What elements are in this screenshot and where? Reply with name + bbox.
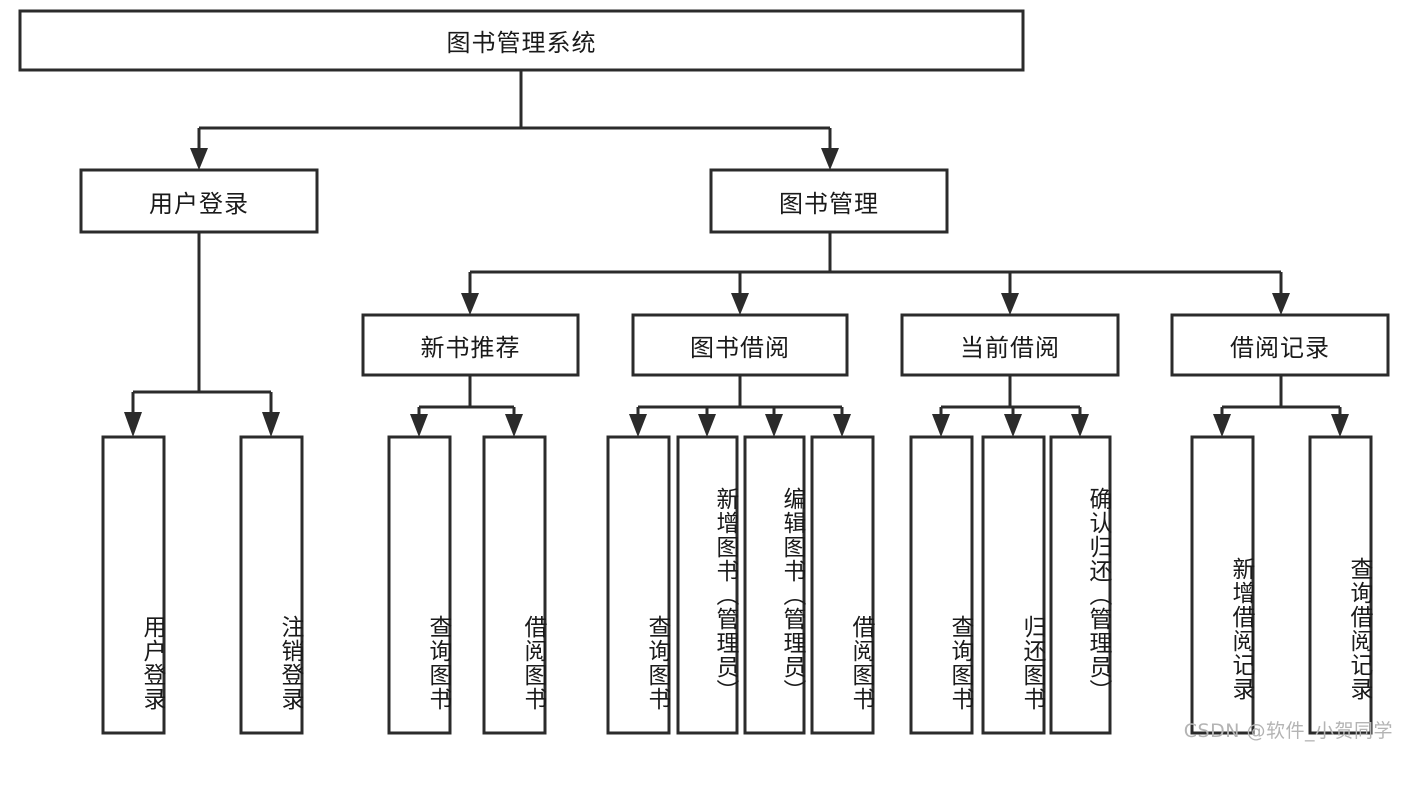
- arrowhead-record-add: [1213, 414, 1231, 437]
- arrowhead-borrow-query: [629, 414, 647, 437]
- arrowhead-leaf-logout: [262, 412, 280, 437]
- arrowhead-borrow-lend: [833, 414, 851, 437]
- edge-group-record: [1213, 375, 1349, 437]
- tree-diagram-svg: [18, 9, 1390, 735]
- leaf-box-newbook-query[interactable]: [387, 435, 452, 735]
- leaf-box-current-query[interactable]: [909, 435, 974, 735]
- arrowhead-record-query: [1331, 414, 1349, 437]
- leaf-box-borrow-lend[interactable]: [810, 435, 875, 735]
- edge-group-borrow: [629, 375, 851, 437]
- leaf-box-borrow-add[interactable]: [676, 435, 739, 735]
- edge-group-current: [932, 375, 1089, 437]
- node-new-book-recommend-box[interactable]: [361, 313, 580, 377]
- edge-group-user-login: [124, 232, 280, 437]
- edge-group-book-mgmt: [461, 232, 1290, 315]
- arrowhead-newbook-query: [410, 414, 428, 437]
- edge-group-newbook: [410, 375, 523, 437]
- leaf-box-record-query[interactable]: [1308, 435, 1373, 735]
- arrowhead-leaf-user-login: [124, 412, 142, 437]
- node-book-borrow-box[interactable]: [631, 313, 849, 377]
- node-book-management-box[interactable]: [709, 168, 949, 234]
- node-user-login-box[interactable]: [79, 168, 319, 234]
- arrowhead-current: [1001, 293, 1019, 315]
- leaf-box-current-return[interactable]: [981, 435, 1046, 735]
- leaf-box-borrow-query[interactable]: [606, 435, 671, 735]
- node-root-box[interactable]: [18, 9, 1025, 72]
- arrowhead-newbook-borrow: [505, 414, 523, 437]
- arrowhead-book-mgmt: [821, 148, 839, 170]
- arrowhead-newbook: [461, 293, 479, 315]
- leaf-box-logout[interactable]: [239, 435, 304, 735]
- arrowhead-user-login: [190, 148, 208, 170]
- leaf-box-borrow-edit[interactable]: [743, 435, 806, 735]
- edge-group-root: [190, 70, 839, 170]
- arrowhead-borrow-add: [698, 414, 716, 437]
- leaf-box-record-add[interactable]: [1190, 435, 1255, 735]
- arrowhead-record: [1272, 293, 1290, 315]
- node-current-borrow-box[interactable]: [900, 313, 1120, 377]
- node-borrow-record-box[interactable]: [1170, 313, 1390, 377]
- diagram-canvas-root: 图书管理系统 用户登录 图书管理 新书推荐 图书借阅 当前借阅 借阅记录 用户登…: [18, 9, 1393, 742]
- arrowhead-current-query: [932, 414, 950, 437]
- arrowhead-current-confirm: [1071, 414, 1089, 437]
- leaf-box-user-login[interactable]: [101, 435, 166, 735]
- leaf-box-newbook-borrow[interactable]: [482, 435, 547, 735]
- leaf-box-current-confirm[interactable]: [1049, 435, 1112, 735]
- arrowhead-current-return: [1004, 414, 1022, 437]
- arrowhead-borrow: [731, 293, 749, 315]
- arrowhead-borrow-edit: [765, 414, 783, 437]
